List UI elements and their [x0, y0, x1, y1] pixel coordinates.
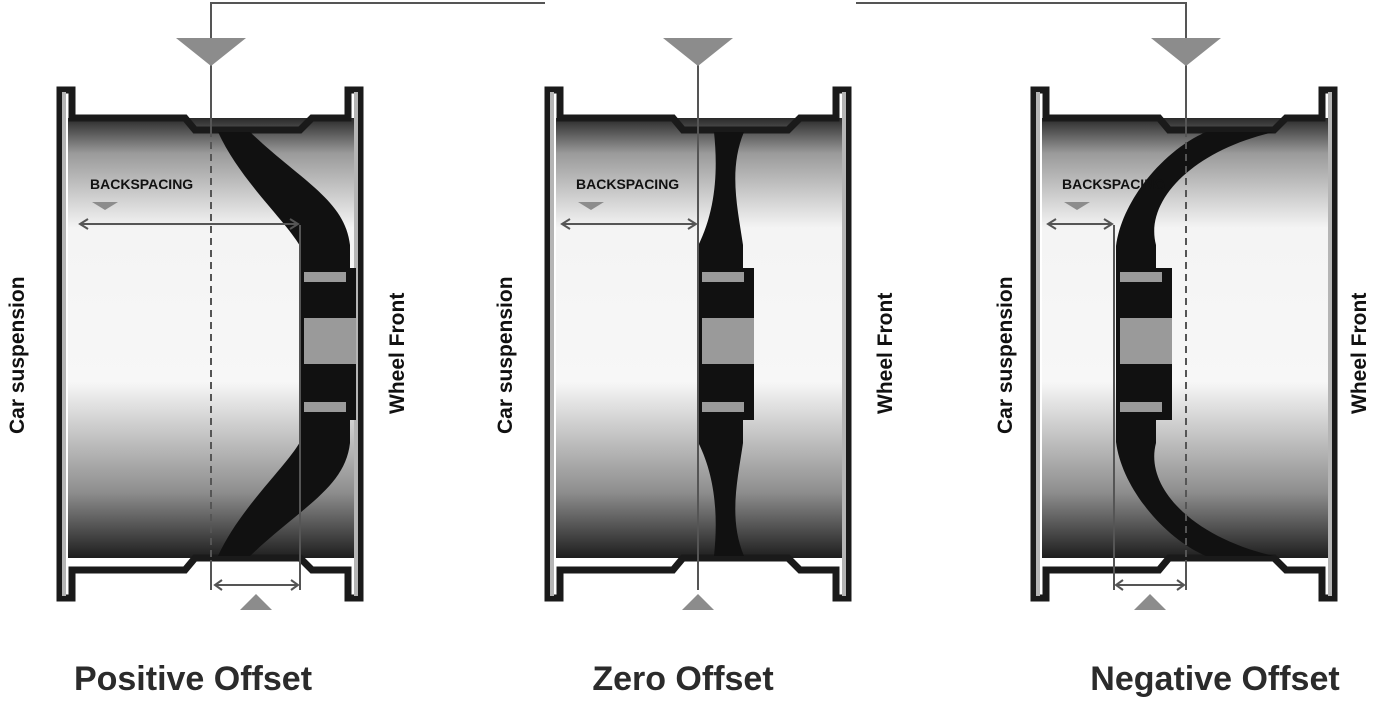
backspacing-label: BACKSPACING — [576, 176, 680, 192]
car-suspension-label: Car suspension — [6, 276, 29, 434]
car-suspension-label: Car suspension — [494, 276, 517, 434]
car-suspension-label: Car suspension — [994, 276, 1017, 434]
backspacing-label: BACKSPACING — [1062, 176, 1166, 192]
wheel-front-label: Wheel Front — [1348, 292, 1371, 414]
wheel-front-label: Wheel Front — [874, 292, 897, 414]
negative-offset-panel: BACKSPACING Car suspension Wheel Front N… — [974, 0, 1373, 704]
negative-offset-caption: Negative Offset — [1090, 660, 1340, 698]
zero-offset-panel: BACKSPACING Car suspension Wheel Front Z… — [488, 0, 928, 704]
positive-offset-caption: Positive Offset — [73, 660, 313, 698]
backspacing-label: BACKSPACING — [90, 176, 194, 192]
zero-offset-caption: Zero Offset — [592, 660, 774, 698]
wheel-front-label: Wheel Front — [386, 292, 409, 414]
positive-offset-panel: BACKSPACING Car suspension Wheel Front P… — [0, 0, 440, 704]
positive-offset-wheel — [56, 38, 364, 610]
negative-offset-wheel — [1030, 38, 1338, 610]
zero-offset-wheel — [544, 38, 852, 610]
